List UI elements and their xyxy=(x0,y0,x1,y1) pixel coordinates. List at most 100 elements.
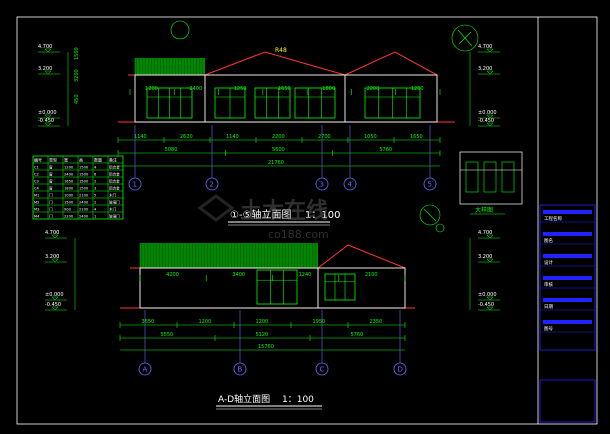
dimension-value: 2620 xyxy=(180,134,193,140)
dimension-total: 15760 xyxy=(258,344,274,350)
title-block-bar xyxy=(543,232,592,236)
table-header-cell: 类型 xyxy=(49,157,57,163)
level-value: 3.200 xyxy=(38,66,52,72)
level-triangle xyxy=(51,258,59,263)
level-value: 4.700 xyxy=(478,44,492,50)
table-cell: 1500 xyxy=(79,187,89,191)
table-cell: C4 xyxy=(34,187,40,191)
title-block-label: 设计 xyxy=(544,259,553,266)
dimension-value: 2200 xyxy=(367,86,380,92)
watermark-url: co188.com xyxy=(268,228,329,241)
bottom-parapet-hatch-lines xyxy=(139,243,318,268)
dimension-value: 5760 xyxy=(379,147,392,153)
bottom-parapet-hatch xyxy=(140,243,318,268)
table-cell: 2400 xyxy=(64,173,74,177)
dimension-value: 4200 xyxy=(166,272,179,278)
axis-bubble xyxy=(423,177,437,191)
table-cell: C3 xyxy=(34,180,39,184)
level-value: -0.450 xyxy=(478,302,494,308)
axis-bubble xyxy=(393,362,407,376)
table-cell: 玻璃门 xyxy=(109,214,120,219)
table-cell: 1800 xyxy=(64,187,74,191)
dimension-value: 1250 xyxy=(234,86,247,92)
level-triangle xyxy=(44,48,52,53)
dimension-value: 1200 xyxy=(199,319,212,325)
table-cell: 门 xyxy=(49,200,53,205)
axis-bubble xyxy=(343,177,357,191)
bottom-walls xyxy=(139,267,406,309)
vertical-dimension: 3200 xyxy=(74,69,80,82)
dimension-value: 1650 xyxy=(410,134,423,140)
table-cell: 门 xyxy=(49,214,53,219)
title-block-label: 图号 xyxy=(544,326,553,332)
axis-label: 5 xyxy=(428,181,432,189)
table-cell: 铝合金 xyxy=(109,179,120,184)
dimension-value: 1200 xyxy=(411,86,424,92)
dimension-value: 2350 xyxy=(370,319,383,325)
title-block-bar xyxy=(543,254,592,258)
dimension-value: 1240 xyxy=(299,272,312,278)
dimension-value: 1050 xyxy=(364,134,377,140)
table-cell: 门 xyxy=(49,193,53,198)
dimension-value: 1140 xyxy=(134,134,147,140)
table-cell: 2400 xyxy=(79,215,89,219)
table-cell: M3 xyxy=(34,208,39,212)
drawing-frame xyxy=(16,16,598,425)
level-triangle xyxy=(486,296,494,301)
dimension-value: 1950 xyxy=(313,319,326,325)
level-triangle xyxy=(51,234,59,239)
top-title-text: ①-⑤轴立面图 xyxy=(230,208,292,221)
table-cell: 1650 xyxy=(64,180,74,184)
watermark-text: 土木在线 xyxy=(240,198,328,224)
table-cell: 1500 xyxy=(79,180,89,184)
level-triangle xyxy=(486,306,494,311)
title-block-bar xyxy=(543,276,592,280)
table-cell: C2 xyxy=(34,173,39,177)
vertical-dimension: 1500 xyxy=(74,47,80,60)
axis-bubble xyxy=(205,177,219,191)
bottom-title-text: A-D轴立面图 xyxy=(218,393,270,405)
window-frame xyxy=(254,87,291,119)
dimension-value: 1800 xyxy=(322,86,335,92)
top-roof-note: R48 xyxy=(275,47,287,54)
table-cell: 玻璃门 xyxy=(109,200,120,205)
level-triangle xyxy=(51,296,59,301)
axis-label: B xyxy=(238,366,243,374)
axis-label: 3 xyxy=(320,181,324,189)
table-cell: 窗 xyxy=(49,179,53,184)
table-cell: M1 xyxy=(34,194,39,198)
level-value: ±0.000 xyxy=(478,292,497,298)
bottom-elevation-title: A-D轴立面图 1：100 xyxy=(216,393,322,410)
axis-bubble xyxy=(315,177,329,191)
table-cell: 2100 xyxy=(79,194,89,198)
level-value: 3.200 xyxy=(478,254,492,260)
top-parapet-hatch xyxy=(135,58,205,75)
dimension-value: 5550 xyxy=(161,332,174,338)
table-cell: 5 xyxy=(94,194,96,198)
window-frame xyxy=(256,269,298,305)
dimension-value: 2400 xyxy=(189,86,202,92)
table-cell: M4 xyxy=(34,215,40,219)
table-cell: 木门 xyxy=(109,193,117,198)
table-cell: 900 xyxy=(64,208,72,212)
level-value: 4.700 xyxy=(478,230,492,236)
table-cell: 1500 xyxy=(64,201,74,205)
top-parapet-hatch-lines xyxy=(134,58,205,75)
title-block-label: 审核 xyxy=(544,281,553,288)
axis-label: 1 xyxy=(133,181,137,189)
level-triangle xyxy=(44,122,52,127)
title-block-label: 图名 xyxy=(544,237,553,244)
table-header-cell: 宽 xyxy=(64,157,68,163)
dimension-value: 5760 xyxy=(351,332,364,338)
